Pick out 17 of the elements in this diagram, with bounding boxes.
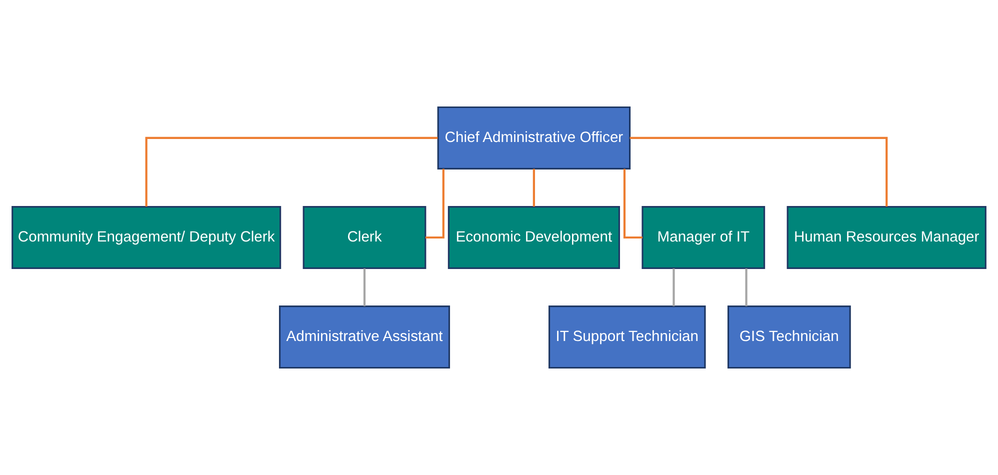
node-box: Human Resources Manager [786, 206, 986, 269]
connector [363, 268, 366, 306]
connector [630, 136, 888, 207]
node-box: Community Engagement/ Deputy Clerk [12, 206, 282, 269]
connector [532, 168, 535, 207]
node-box: IT Support Technician [548, 306, 706, 369]
connector [623, 168, 642, 239]
connector [672, 268, 675, 306]
node-box: Administrative Assistant [278, 306, 450, 369]
node-box: GIS Technician [728, 306, 851, 369]
connector [745, 268, 748, 306]
node-box: Economic Development [448, 206, 620, 269]
connector [145, 136, 438, 207]
node-box: Manager of IT [642, 206, 766, 269]
node-box: Clerk [302, 206, 426, 269]
connector [426, 168, 444, 239]
node-box: Chief Administrative Officer [437, 106, 631, 170]
